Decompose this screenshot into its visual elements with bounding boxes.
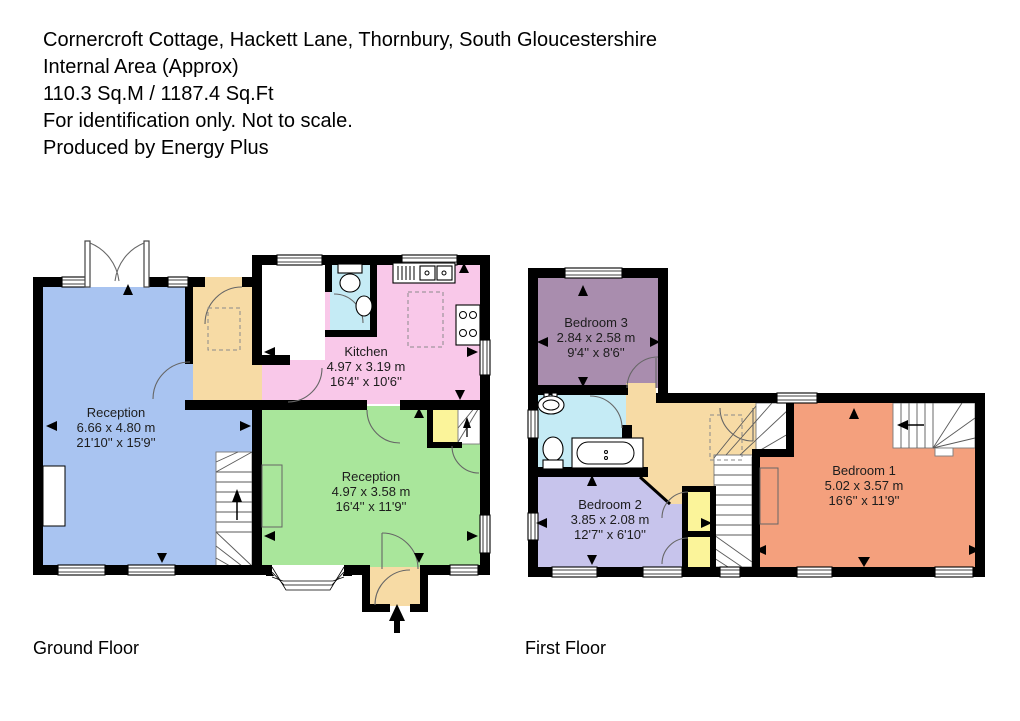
room-dims-metric: 4.97 x 3.19 m: [327, 359, 406, 374]
stairs-door-arc: [451, 445, 480, 474]
internal-area-label: Internal Area (Approx): [43, 56, 239, 78]
french-door-right-leaf: [143, 240, 150, 288]
ground-floor-label: Ground Floor: [33, 638, 140, 658]
first-doors: [589, 356, 754, 565]
attic-stairs-arrow: [897, 420, 924, 430]
cupboard-2: [688, 537, 712, 567]
disclaimer-text: For identification only. Not to scale.: [43, 110, 353, 132]
chimney-breast: [261, 464, 283, 528]
room-dims-imperial: 16'4'' x 11'9'': [335, 499, 406, 514]
bedroom3-door-arc: [626, 356, 659, 389]
producer-text: Produced by Energy Plus: [43, 137, 269, 159]
ground-walls: [33, 255, 490, 612]
property-address: Cornercroft Cottage, Hackett Lane, Thorn…: [43, 29, 658, 51]
room-dims-imperial: 16'4'' x 10'6'': [330, 374, 402, 389]
first-windows: [527, 267, 974, 578]
first-floor-plan: Bedroom 3 2.84 x 2.58 m 9'4'' x 8'6'' Be…: [527, 267, 985, 578]
first-dimension-arrows: [536, 285, 980, 567]
french-door-arc: [114, 242, 145, 282]
french-door-arc: [89, 242, 120, 282]
ground-windows: [57, 254, 491, 576]
ground-doors: [84, 240, 480, 606]
stair-direction-arrow: [232, 417, 471, 520]
kitchen-island-outline: [407, 291, 444, 348]
ground-fixtures: [42, 262, 481, 528]
room-dims-metric: 6.66 x 4.80 m: [77, 420, 156, 435]
first-fixtures: [537, 392, 779, 525]
room-label: Reception: [87, 405, 146, 420]
cupboard2-door-arc: [661, 537, 689, 565]
room-dims-metric: 4.97 x 3.58 m: [332, 484, 411, 499]
wc-toilet-icon: [337, 263, 363, 293]
utility-nook: [262, 265, 325, 360]
hall-storage-outline: [207, 307, 241, 351]
fireplace-recess: [42, 465, 66, 527]
room-bedroom3: [538, 278, 658, 388]
ground-room-labels: Reception 6.66 x 4.80 m 21'10'' x 15'9''…: [76, 344, 410, 514]
bay-window: [271, 565, 345, 592]
plan-header: Cornercroft Cottage, Hackett Lane, Thorn…: [43, 27, 657, 162]
room-dims-imperial: 9'4'' x 8'6'': [567, 345, 625, 360]
attic-stairs-step: [934, 447, 954, 457]
bathroom-door-arc: [589, 395, 623, 429]
entrance-arrow: [389, 604, 405, 633]
room-label: Bedroom 1: [832, 463, 896, 478]
room-dims-metric: 3.85 x 2.08 m: [571, 512, 650, 527]
hall-reception-door-arc: [152, 361, 191, 400]
toilet-icon: [542, 436, 564, 470]
kitchen-sink-icon: [392, 262, 456, 284]
room-label: Bedroom 3: [564, 315, 628, 330]
cupboard1-door-arc: [661, 491, 689, 519]
cupboard-1: [688, 490, 712, 531]
room-dims-metric: 5.02 x 3.57 m: [825, 478, 904, 493]
back-door-arc: [204, 286, 243, 325]
first-room-labels: Bedroom 3 2.84 x 2.58 m 9'4'' x 8'6'' Be…: [557, 315, 904, 542]
wc-door-arc: [333, 293, 364, 324]
understairs-cupboard: [432, 404, 458, 444]
room-landing: [626, 383, 756, 504]
chimney-breast-bedroom1: [759, 467, 779, 525]
internal-area-value: 110.3 Sq.M / 1187.4 Sq.Ft: [43, 83, 274, 105]
room-dims-imperial: 12'7'' x 6'10'': [574, 527, 646, 542]
room-dims-metric: 2.84 x 2.58 m: [557, 330, 636, 345]
room-label: Bedroom 2: [578, 497, 642, 512]
landing-storage-outline: [709, 414, 743, 461]
kitchen-reception-door-arc: [366, 409, 401, 444]
bathroom-basin-icon: [537, 392, 565, 415]
front-door-arc: [374, 569, 411, 606]
bedroom1-door-arc: [719, 407, 754, 442]
room-label: Reception: [342, 469, 401, 484]
wc-basin-icon: [355, 295, 373, 317]
staircase-first-treads: [713, 402, 976, 568]
french-door-left-leaf: [84, 240, 91, 288]
hob-icon: [455, 304, 481, 346]
room-dims-imperial: 16'6'' x 11'9'': [828, 493, 899, 508]
room-bedroom2: [538, 477, 684, 567]
ground-dimension-arrows: [46, 263, 478, 563]
room-label: Kitchen: [344, 344, 387, 359]
landing-diagonal-wall: [638, 475, 672, 506]
bathtub-icon: [571, 437, 644, 469]
room-dims-imperial: 21'10'' x 15'9'': [76, 435, 155, 450]
hall-kitchen-door-arc: [287, 367, 323, 403]
ground-floor-plan: Reception 6.66 x 4.80 m 21'10'' x 15'9''…: [33, 240, 491, 633]
porch-inner-door-arc: [381, 532, 419, 570]
first-rooms: [538, 278, 976, 568]
first-floor-label: First Floor: [525, 638, 606, 658]
